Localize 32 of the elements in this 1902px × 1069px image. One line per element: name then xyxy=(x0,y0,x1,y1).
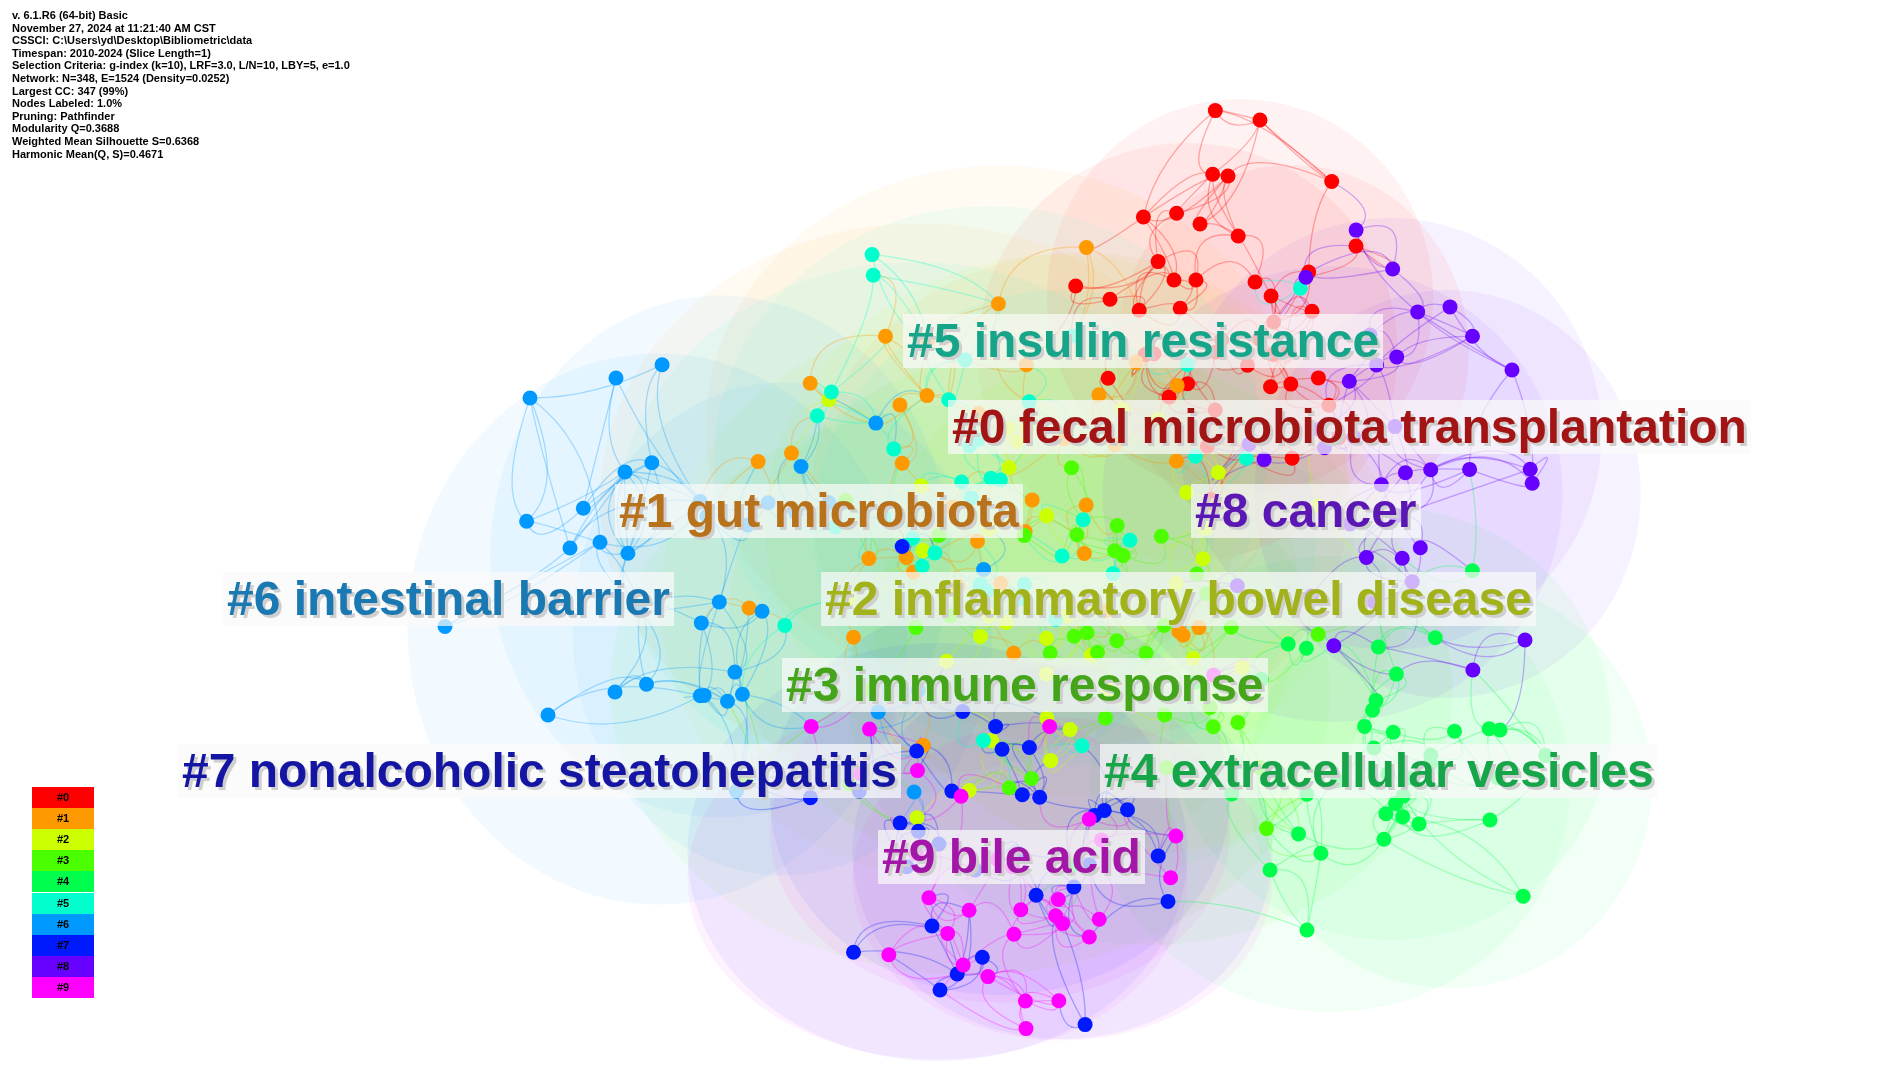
info-text: Modularity Q=0.3688 xyxy=(12,122,120,135)
cluster-label: #7 nonalcoholic steatohepatitis xyxy=(178,744,901,798)
info-text: Largest CC: 347 (99%) xyxy=(12,84,129,97)
legend-label: #0 xyxy=(55,791,71,804)
info-text: CSSCI: C:\Users\yd\Desktop\Bibliometric\data xyxy=(12,34,253,47)
cluster-label: #2 inflammatory bowel disease xyxy=(821,572,1536,626)
legend-label: #9 xyxy=(55,980,71,994)
info-text: Harmonic Mean(Q, S)=0.4671 xyxy=(12,147,164,160)
info-text: November 27, 2024 at 11:21:40 AM CST xyxy=(12,21,216,34)
cluster-label: #0 fecal microbiota transplantation xyxy=(948,400,1751,454)
legend-label: #8 xyxy=(55,959,71,973)
info-text: Pruning: Pathfinder xyxy=(12,109,115,122)
legend-label: #5 xyxy=(55,896,71,910)
info-text: Selection Criteria: g-index (k=10), LRF=3.0, L/N=10, LBY=5, e=1.0 xyxy=(12,59,350,72)
cluster-label: #3 immune response xyxy=(782,658,1268,712)
cluster-label: #8 cancer xyxy=(1191,484,1421,538)
cluster-label: #9 bile acid xyxy=(878,830,1145,884)
legend-label: #2 xyxy=(55,833,71,847)
info-text: Timespan: 2010-2024 (Slice Length=1) xyxy=(12,46,211,59)
info-text: Weighted Mean Silhouette S=0.6368 xyxy=(12,135,200,147)
legend-label: #4 xyxy=(55,875,71,889)
info-text: v. 6.1.R6 (64-bit) Basic xyxy=(12,9,128,21)
cluster-label: #5 insulin resistance xyxy=(903,314,1384,368)
legend-label: #3 xyxy=(55,854,71,868)
cluster-label: #6 intestinal barrier xyxy=(223,572,674,626)
cluster-label: #1 gut microbiota xyxy=(615,484,1024,538)
cluster-label: #4 extracellular vesicles xyxy=(1100,744,1658,798)
legend-label: #7 xyxy=(55,938,71,952)
legend-label: #1 xyxy=(55,812,71,826)
info-text: Network: N=348, E=1524 (Density=0.0252) xyxy=(12,72,230,84)
legend-label: #6 xyxy=(55,917,71,931)
info-text: Nodes Labeled: 1.0% xyxy=(12,97,123,110)
